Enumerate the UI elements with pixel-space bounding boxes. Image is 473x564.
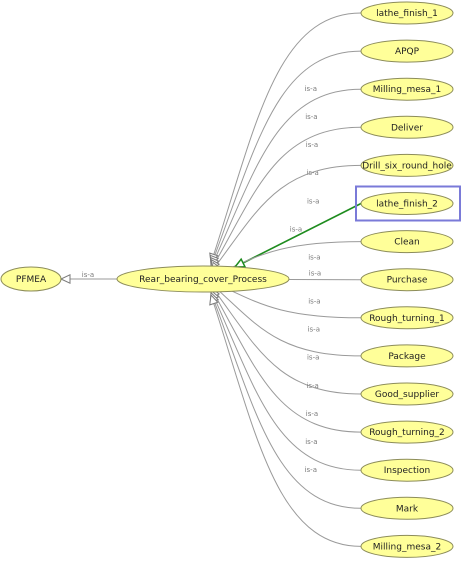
node-drill-six-round-hole[interactable]: Drill_six_round_hole	[360, 153, 454, 177]
node-milling-mesa-2[interactable]: Milling_mesa_2	[360, 534, 454, 558]
edge-good-supplier-label: is-a	[307, 354, 319, 362]
edge-package-label: is-a	[308, 326, 320, 334]
edge-mark-label: is-a	[305, 438, 317, 446]
edge-apqp	[210, 50, 362, 266]
node-package-shape[interactable]	[360, 344, 454, 368]
edge-deliver	[210, 126, 362, 271]
node-inspection[interactable]: Inspection	[360, 458, 454, 482]
edge-process-to-root-label: is-a	[82, 271, 94, 279]
node-milling-mesa-2-label: Milling_mesa_2	[373, 542, 441, 552]
node-lathe-finish-2[interactable]: lathe_finish_2	[360, 192, 454, 215]
edge-process-to-root-arrowhead	[59, 274, 71, 284]
node-rear-bearing-cover-process-shape[interactable]	[116, 265, 290, 293]
edge-milling-mesa-2-label: is-a	[305, 466, 317, 474]
node-drill-six-round-hole-label: Drill_six_round_hole	[362, 161, 452, 171]
node-milling-mesa-1-shape[interactable]	[360, 77, 454, 101]
edge-inspection	[210, 290, 362, 471]
node-pfmea-label: PFMEA	[16, 275, 47, 285]
edge-milling-mesa-1	[210, 88, 362, 268]
edge-milling-mesa-1-label: is-a	[306, 141, 318, 149]
edge-lathe-finish-1	[210, 12, 362, 264]
node-lathe-finish-2-shape[interactable]	[360, 192, 454, 215]
node-lathe-finish-2-label: lathe_finish_2	[376, 200, 438, 210]
nodes-layer: PFMEA Rear_bearing_cover_Process lathe_fin…	[0, 1, 454, 558]
edge-apqp-label: is-a	[305, 113, 317, 121]
node-apqp-label: APQP	[395, 47, 420, 57]
node-lathe-finish-1-shape[interactable]	[360, 1, 454, 25]
edge-milling-mesa-2-arrowhead	[209, 293, 219, 306]
node-rear-bearing-cover-process[interactable]: Rear_bearing_cover_Process	[116, 265, 290, 293]
node-purchase[interactable]: Purchase	[360, 268, 454, 292]
edge-lathe-finish-2	[234, 202, 362, 268]
edge-clean-label: is-a	[308, 253, 320, 261]
node-good-supplier-shape[interactable]	[360, 382, 454, 406]
node-drill-six-round-hole-shape[interactable]	[360, 153, 454, 177]
node-milling-mesa-1-label: Milling_mesa_1	[373, 85, 441, 95]
edge-lathe-finish-1-label: is-a	[305, 85, 317, 93]
node-apqp-shape[interactable]	[360, 39, 454, 63]
edge-lathe-finish-2-arrowhead	[233, 257, 247, 268]
node-milling-mesa-1[interactable]: Milling_mesa_1	[360, 77, 454, 101]
node-rear-bearing-cover-process-label: Rear_bearing_cover_Process	[139, 275, 267, 285]
node-deliver-label: Deliver	[391, 123, 423, 133]
node-apqp[interactable]: APQP	[360, 39, 454, 63]
node-rough-turning-1-label: Rough_turning_1	[369, 314, 445, 324]
node-lathe-finish-1[interactable]: lathe_finish_1	[360, 1, 454, 25]
edge-drill-six-round-hole-label: is-a	[307, 197, 319, 205]
node-purchase-label: Purchase	[387, 276, 428, 286]
node-rough-turning-1[interactable]: Rough_turning_1	[360, 306, 454, 330]
node-pfmea-shape[interactable]	[0, 266, 62, 292]
node-milling-mesa-2-shape[interactable]	[360, 534, 454, 558]
edge-mark	[210, 292, 362, 509]
node-deliver[interactable]: Deliver	[360, 115, 454, 139]
edge-rough-turning-2	[210, 287, 362, 433]
node-inspection-label: Inspection	[384, 466, 431, 476]
node-purchase-shape[interactable]	[360, 268, 454, 292]
edge-good-supplier	[210, 285, 362, 395]
node-mark[interactable]: Mark	[360, 496, 454, 520]
edge-rough-turning-2-label: is-a	[306, 382, 318, 390]
edge-deliver-label: is-a	[306, 169, 318, 177]
edge-milling-mesa-2	[210, 294, 362, 547]
selection-layer	[355, 185, 461, 222]
node-lathe-finish-1-label: lathe_finish_1	[376, 9, 438, 19]
selection-box	[355, 185, 461, 222]
edge-drill-six-round-hole	[210, 164, 362, 273]
node-pfmea[interactable]: PFMEA	[0, 266, 62, 292]
node-rough-turning-2-shape[interactable]	[360, 420, 454, 444]
node-inspection-shape[interactable]	[360, 458, 454, 482]
node-mark-label: Mark	[396, 504, 419, 514]
node-mark-shape[interactable]	[360, 496, 454, 520]
node-package-label: Package	[388, 352, 426, 362]
node-good-supplier-label: Good_supplier	[375, 390, 440, 400]
node-clean[interactable]: Clean	[360, 230, 454, 254]
node-rough-turning-2[interactable]: Rough_turning_2	[360, 420, 454, 444]
node-package[interactable]: Package	[360, 344, 454, 368]
node-clean-label: Clean	[394, 238, 420, 248]
node-clean-shape[interactable]	[360, 230, 454, 254]
edge-package	[210, 283, 362, 357]
edge-lathe-finish-2-label: is-a	[290, 225, 302, 233]
node-rough-turning-1-shape[interactable]	[360, 306, 454, 330]
node-rough-turning-2-label: Rough_turning_2	[369, 428, 445, 438]
edge-purchase-label: is-a	[309, 270, 321, 278]
edge-rough-turning-1-label: is-a	[308, 298, 320, 306]
edge-inspection-label: is-a	[306, 410, 318, 418]
node-deliver-shape[interactable]	[360, 115, 454, 139]
node-good-supplier[interactable]: Good_supplier	[360, 382, 454, 406]
